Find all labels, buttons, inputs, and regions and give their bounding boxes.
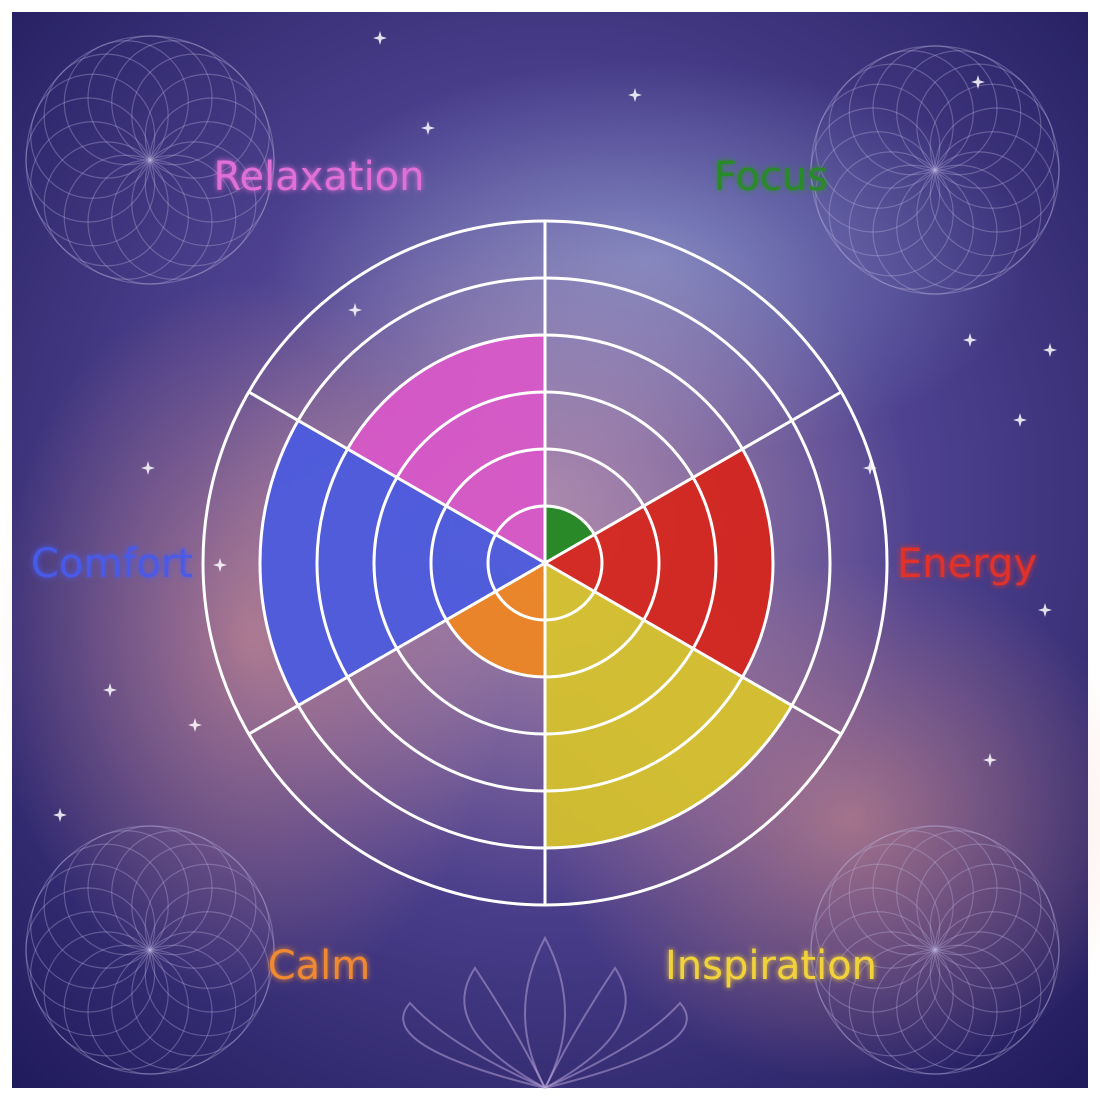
decorative-mandalas	[25, 35, 1060, 1075]
mandala-icon	[25, 35, 275, 285]
sector-relaxation	[347, 335, 545, 563]
star-icon	[103, 683, 117, 697]
sector-inspiration	[545, 563, 792, 848]
grid-spoke	[248, 561, 546, 736]
label-calm: Calm	[268, 943, 371, 989]
label-comfort: Comfort	[31, 541, 193, 587]
star-icon	[1013, 413, 1027, 427]
lotus-petal	[544, 1001, 688, 1089]
grid-spoke	[544, 390, 842, 565]
label-focus: Focus	[714, 154, 828, 200]
star-icon	[863, 461, 877, 475]
label-inspiration: Inspiration	[665, 943, 877, 989]
star-icon	[213, 558, 227, 572]
grid-spoke	[248, 390, 546, 565]
label-relaxation: Relaxation	[213, 154, 424, 200]
lotus-icon	[402, 935, 688, 1089]
mandala-icon	[25, 825, 275, 1075]
lotus-petal	[544, 966, 627, 1089]
star-icon	[373, 31, 387, 45]
star-icon	[1043, 343, 1057, 357]
star-icon	[188, 718, 202, 732]
decorative-stars	[53, 31, 1057, 822]
star-icon	[983, 753, 997, 767]
mandala-icon	[810, 825, 1060, 1075]
mandala-icon	[810, 45, 1060, 295]
star-icon	[1038, 603, 1052, 617]
label-energy: Energy	[897, 541, 1037, 587]
star-icon	[971, 75, 985, 89]
star-icon	[963, 333, 977, 347]
star-icon	[348, 303, 362, 317]
grid-spoke	[544, 561, 842, 736]
lotus-petal	[524, 935, 566, 1089]
star-icon	[53, 808, 67, 822]
lotus-petal	[463, 966, 546, 1089]
lotus-petal	[402, 1001, 546, 1089]
chart-grid	[201, 219, 889, 907]
star-icon	[421, 121, 435, 135]
sector-comfort	[260, 420, 545, 706]
star-icon	[628, 88, 642, 102]
star-icon	[141, 461, 155, 475]
